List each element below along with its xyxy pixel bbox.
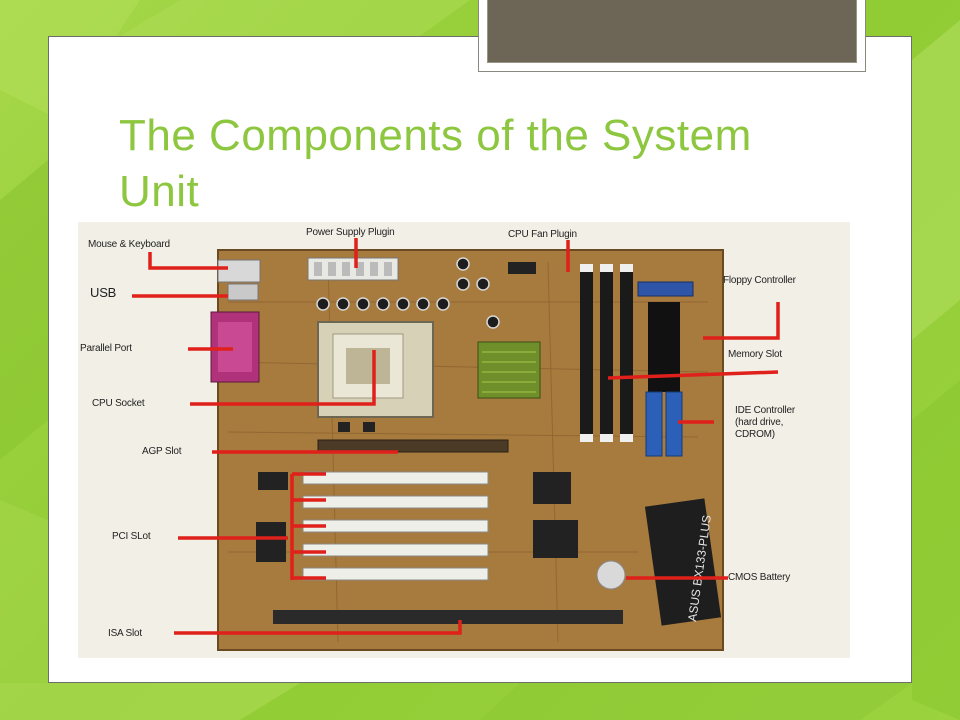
callout-lines bbox=[132, 238, 780, 635]
label-floppy: Floppy Controller bbox=[723, 275, 796, 286]
black-connector bbox=[648, 302, 680, 392]
label-parallel-port: Parallel Port bbox=[80, 343, 132, 354]
northbridge-heatsink bbox=[477, 341, 541, 399]
label-memory-slot: Memory Slot bbox=[728, 349, 782, 360]
label-agp-slot: AGP Slot bbox=[142, 446, 182, 457]
floppy-connector bbox=[637, 281, 694, 297]
label-mouse-keyboard: Mouse & Keyboard bbox=[88, 239, 170, 250]
motherboard-photo-icon: ASUS BX133-PLUS bbox=[132, 238, 780, 651]
label-cpu-fan: CPU Fan Plugin bbox=[508, 229, 577, 240]
isa-slot bbox=[273, 610, 623, 624]
usb-ports bbox=[227, 283, 259, 301]
label-cpu-socket: CPU Socket bbox=[92, 398, 145, 409]
cmos-battery bbox=[596, 560, 626, 590]
label-usb: USB bbox=[90, 285, 117, 300]
memory-slots bbox=[580, 264, 633, 442]
label-ide-line3: CDROM) bbox=[735, 429, 775, 440]
ps2-ports bbox=[217, 259, 261, 283]
label-pci-slot: PCI SLot bbox=[112, 531, 151, 542]
label-isa-slot: ISA Slot bbox=[108, 628, 142, 639]
label-ide-line1: IDE Controller bbox=[735, 405, 795, 416]
slide-title: The Components of the System Unit bbox=[119, 111, 752, 216]
agp-slot bbox=[317, 439, 509, 453]
southbridge-chip bbox=[533, 472, 571, 504]
label-power-supply: Power Supply Plugin bbox=[306, 227, 395, 238]
label-cmos-battery: CMOS Battery bbox=[728, 572, 791, 583]
title-tab-fill bbox=[487, 0, 857, 63]
motherboard-figure: ASUS BX133-PLUS bbox=[78, 222, 850, 658]
label-ide-line2: (hard drive, bbox=[735, 417, 784, 428]
ide-connectors bbox=[645, 391, 663, 457]
title-tab-decoration bbox=[478, 0, 866, 72]
pci-slots bbox=[302, 471, 489, 581]
